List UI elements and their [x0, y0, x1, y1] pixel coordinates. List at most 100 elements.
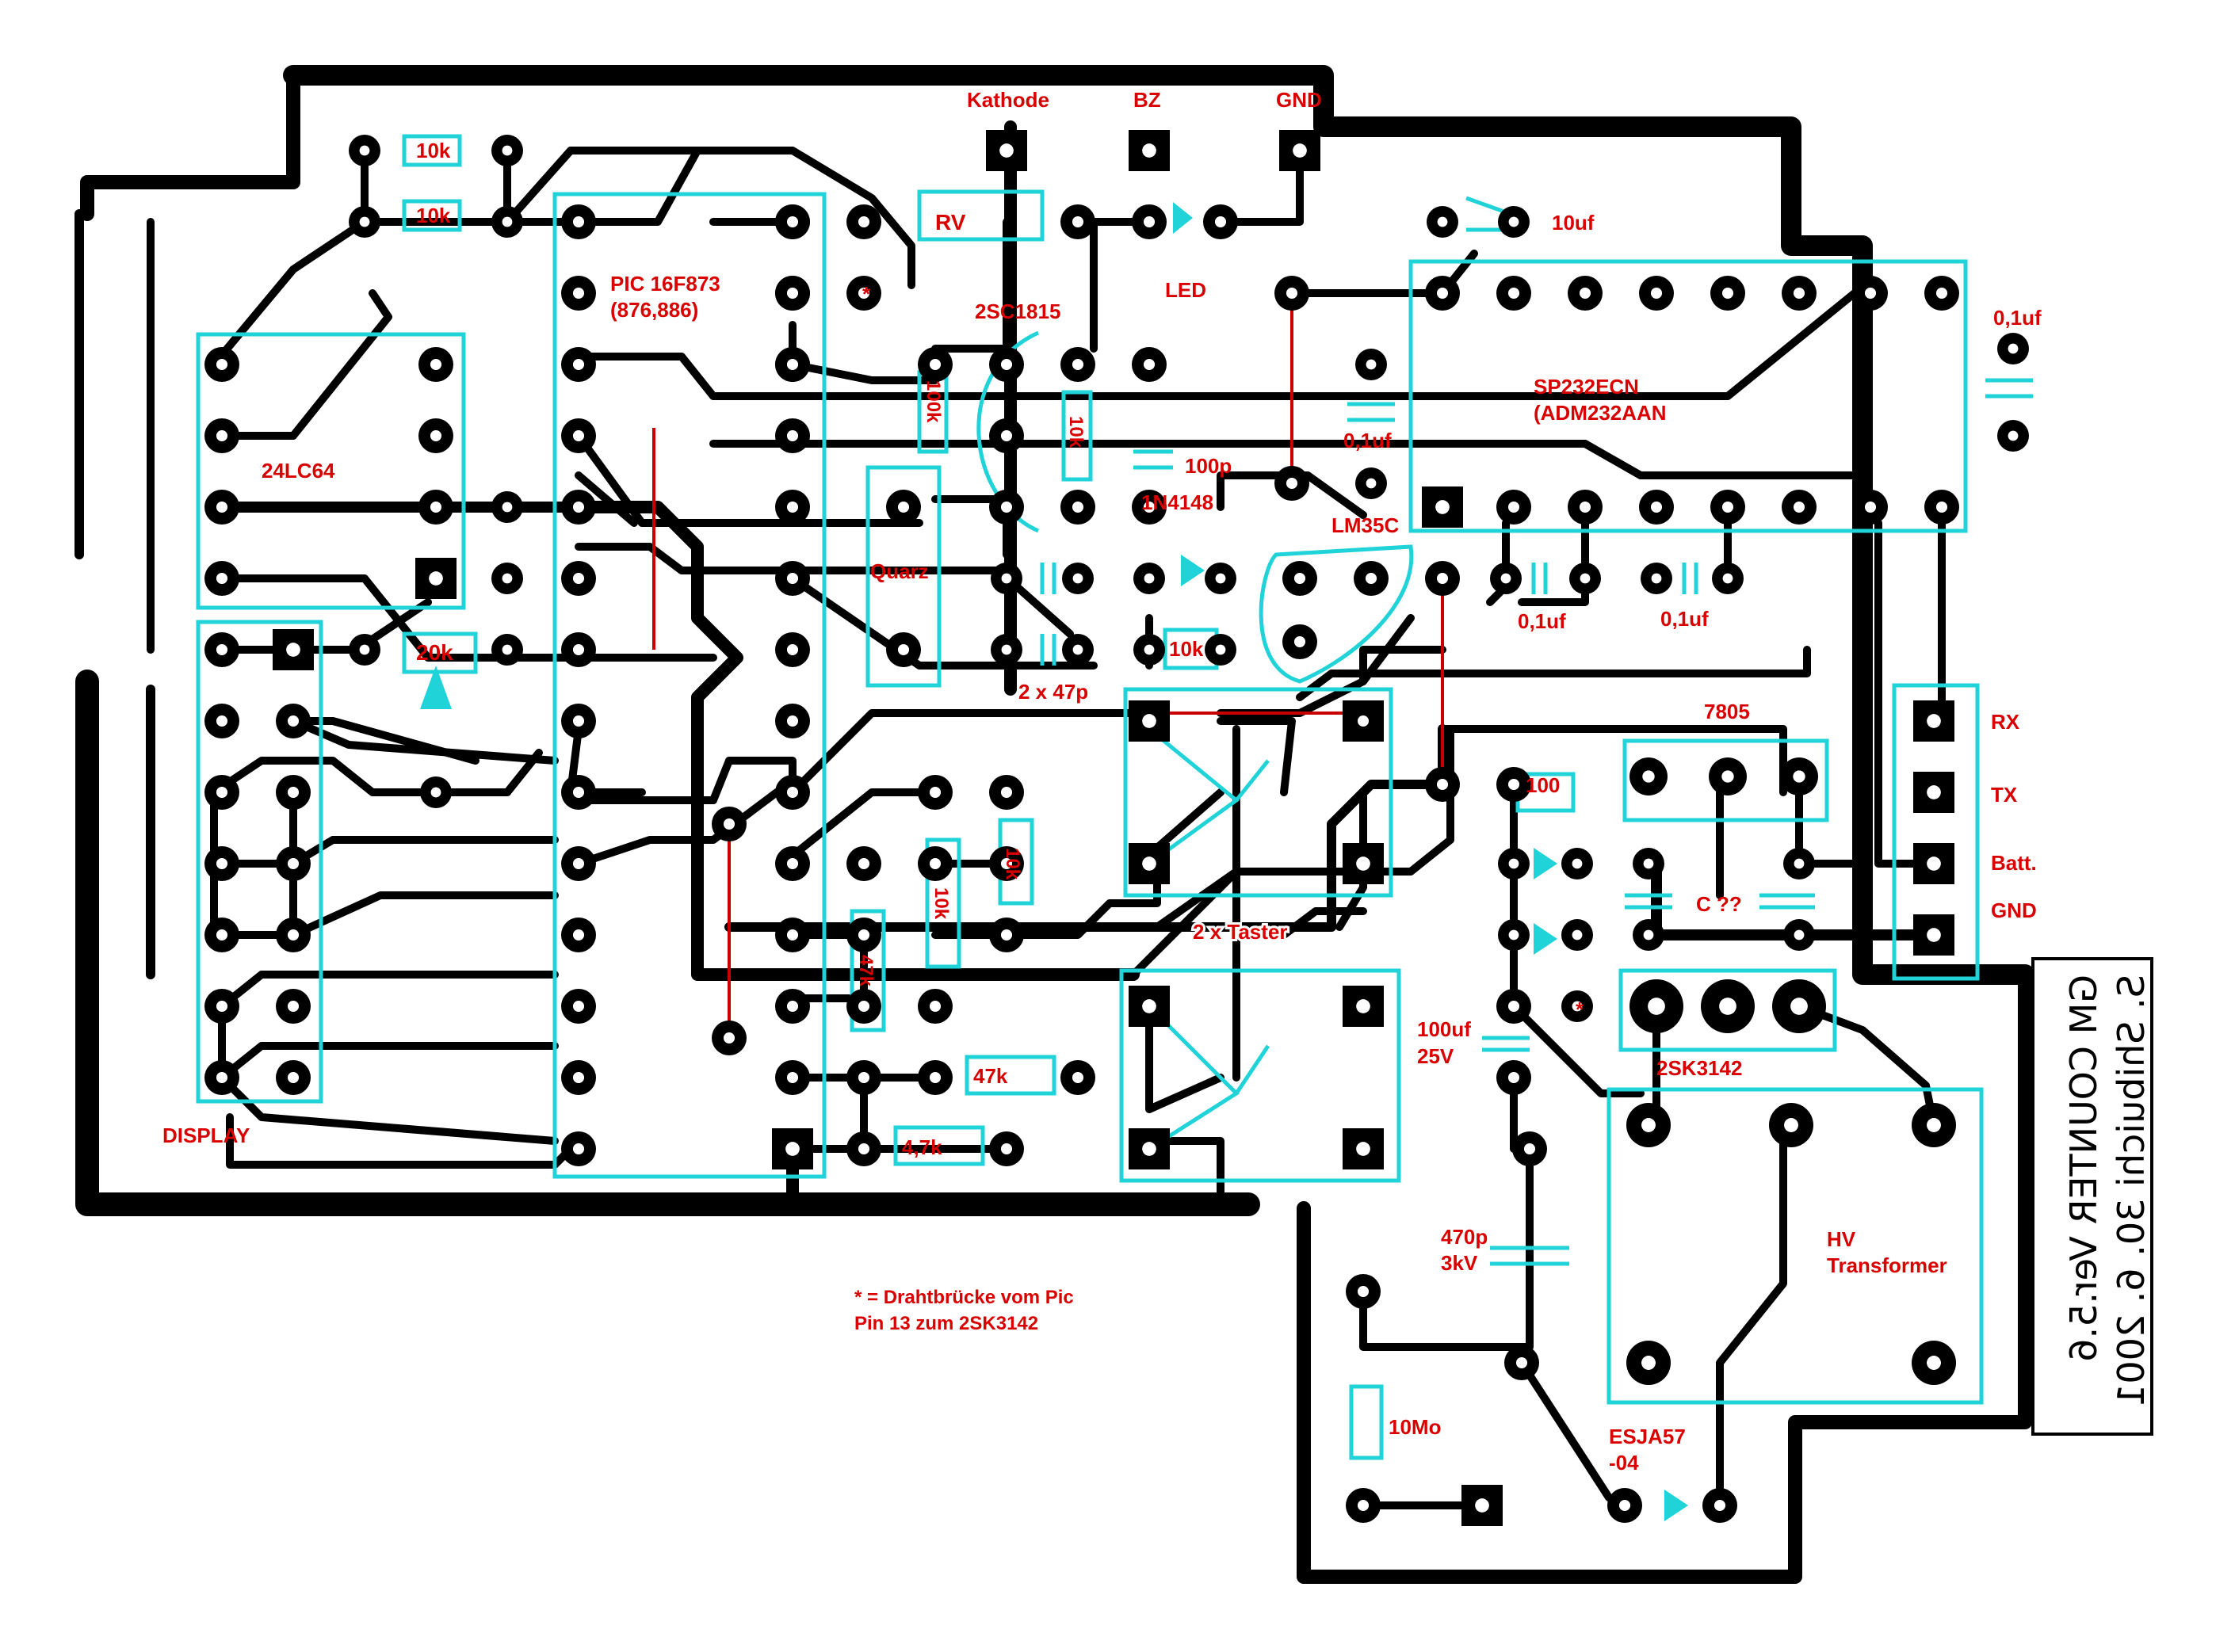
pad-hole — [216, 429, 228, 442]
label-470p: 470p — [1441, 1225, 1488, 1249]
pad-hole — [1784, 1118, 1798, 1132]
pad-hole — [1142, 714, 1156, 728]
label-gnd-top: GND — [1276, 88, 1322, 112]
pad-hole — [1927, 928, 1941, 942]
pad-hole — [1357, 1285, 1370, 1298]
pad-hole — [929, 857, 942, 870]
label-star-2sk: * — [1576, 998, 1584, 1021]
label-r100k: 100k — [923, 380, 944, 423]
pad-hole — [929, 1000, 942, 1013]
label-rv: RV — [935, 210, 966, 235]
pad-hole — [216, 501, 228, 513]
pad-hole — [1650, 287, 1663, 299]
pad-hole — [1142, 143, 1156, 158]
pad-hole — [1719, 998, 1736, 1015]
pad-hole — [1000, 1143, 1013, 1155]
pad-hole — [1927, 785, 1941, 799]
pad-hole — [216, 929, 228, 941]
label-esja57: ESJA57 — [1609, 1425, 1686, 1448]
pad-hole — [786, 929, 799, 941]
led-diode-icon — [1173, 202, 1193, 234]
label-lm35c: LM35C — [1331, 513, 1399, 537]
pad-hole — [1793, 501, 1805, 513]
pad-hole — [1357, 715, 1370, 727]
7805-outline — [1622, 738, 1829, 822]
pad-hole — [1366, 478, 1377, 489]
pad-hole — [786, 857, 799, 870]
pad-hole — [1365, 572, 1377, 585]
pad-hole — [1642, 770, 1655, 783]
pad-hole — [1437, 216, 1448, 227]
pad-hole — [572, 1000, 585, 1013]
pad-hole — [1144, 573, 1155, 584]
pad-hole — [1000, 786, 1013, 799]
label-bz: BZ — [1133, 88, 1161, 112]
pad-hole — [858, 929, 870, 941]
pad-hole — [786, 572, 799, 585]
pad-hole — [1714, 1499, 1726, 1512]
pad-hole — [1500, 573, 1511, 584]
pad-hole — [1072, 358, 1084, 371]
pad-hole — [1436, 572, 1449, 585]
pad-hole — [572, 929, 585, 941]
pad-hole — [858, 857, 870, 870]
label-10uf: 10uf — [1552, 211, 1595, 235]
pad-hole — [858, 1071, 870, 1084]
pad-hole — [1579, 501, 1591, 513]
mirrored-title: GM COUNTER Ver.5.6 — [2062, 975, 2105, 1362]
pad-hole — [572, 358, 585, 371]
pad-hole — [858, 216, 870, 228]
pad-hole — [216, 857, 228, 870]
label-01uf-b: 0,1uf — [1993, 306, 2042, 330]
pad-hole — [572, 643, 585, 656]
pad-hole — [1072, 216, 1084, 228]
label-r10k-a: 10k — [416, 139, 451, 162]
pad-hole — [1357, 1499, 1370, 1512]
pad-hole — [1793, 287, 1805, 299]
label-esja-04: -04 — [1609, 1451, 1639, 1475]
pad-hole — [1651, 573, 1662, 584]
pad-hole — [1927, 714, 1941, 728]
pad-hole — [786, 501, 799, 513]
label-100p: 100p — [1185, 454, 1232, 478]
pad-hole — [1507, 1071, 1520, 1084]
pad-hole — [502, 644, 513, 655]
pad-hole — [1790, 998, 1808, 1015]
pad-hole — [1572, 929, 1583, 940]
pad-hole — [1864, 501, 1877, 513]
pad-hole — [786, 1071, 799, 1084]
hv-transformer-outline — [1607, 1087, 1984, 1405]
taster-2-outline — [1119, 968, 1401, 1183]
pad-hole — [502, 502, 513, 513]
pad-hole — [1523, 1143, 1536, 1155]
pad-hole — [1721, 501, 1734, 513]
pad-hole — [1286, 287, 1298, 299]
pad-hole — [1721, 770, 1734, 783]
silkscreen — [196, 134, 2033, 1521]
pad-hole — [1794, 858, 1805, 869]
pad-hole — [786, 358, 799, 371]
pad-hole — [929, 1071, 942, 1084]
pad-hole — [1508, 929, 1519, 940]
pad-hole — [286, 643, 300, 657]
label-r10k-f: 10k — [930, 887, 952, 920]
label-24lc64: 24LC64 — [262, 459, 335, 483]
pad-hole — [1142, 999, 1156, 1013]
pad-hole — [2008, 343, 2019, 354]
pad-hole — [1580, 573, 1591, 584]
pad-hole — [1935, 501, 1948, 513]
pad-hole — [1475, 1498, 1489, 1513]
label-r10k-e: 10k — [1002, 848, 1023, 880]
pad-hole — [1072, 501, 1084, 513]
pad-hole — [1356, 1142, 1370, 1156]
label-r10k-d: 10k — [1169, 637, 1204, 661]
label-2sc1815: 2SC1815 — [975, 299, 1060, 323]
pad-hole — [1215, 644, 1226, 655]
label-pic: PIC 16F873 — [610, 272, 720, 296]
pad-hole — [2008, 430, 2019, 441]
pad-hole — [502, 573, 513, 584]
pic-outline — [552, 192, 827, 1179]
label-25v: 25V — [1417, 1044, 1454, 1068]
